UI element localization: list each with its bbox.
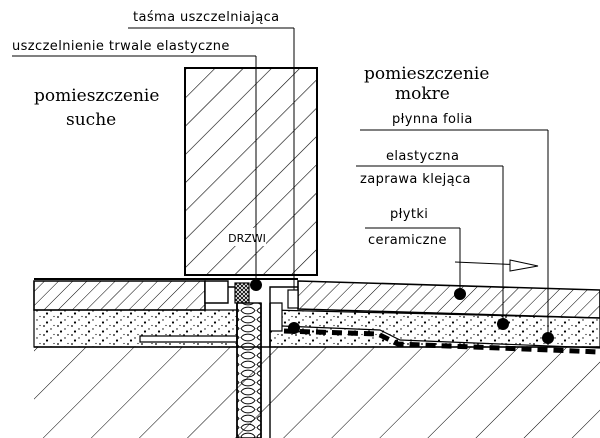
sealant-block [234, 282, 250, 304]
label-liquid-membrane: płynna folia [392, 112, 473, 127]
slope-arrow [509, 259, 539, 272]
membrane-line [283, 328, 600, 355]
profile-plate-left [139, 335, 238, 343]
callout-dot-sealant [250, 279, 262, 291]
label-wet-room-1: pomieszczenie [364, 64, 489, 84]
label-tiles-2: ceramiczne [368, 233, 447, 248]
label-adhesive-1: elastyczna [386, 149, 459, 164]
label-dry-room-2: suche [66, 110, 116, 130]
label-sealant: uszczelnienie trwale elastyczne [12, 39, 230, 54]
label-adhesive-2: zaprawa klejąca [360, 172, 471, 187]
concrete-base [34, 347, 600, 438]
label-tape: taśma uszczelniająca [133, 10, 280, 25]
callout-dot-tape [288, 322, 300, 334]
expansion-joint-filler [236, 302, 262, 438]
callout-dot-membrane [542, 332, 554, 344]
label-wet-room-2: mokre [395, 84, 450, 104]
tile-left [33, 280, 206, 311]
callout-dot-adhesive [497, 318, 509, 330]
callout-dot-tiles [454, 288, 466, 300]
label-tiles-1: płytki [390, 207, 428, 222]
threshold-step [204, 280, 229, 304]
door-label: DRZWI [228, 232, 266, 245]
label-dry-room-1: pomieszczenie [34, 86, 159, 106]
